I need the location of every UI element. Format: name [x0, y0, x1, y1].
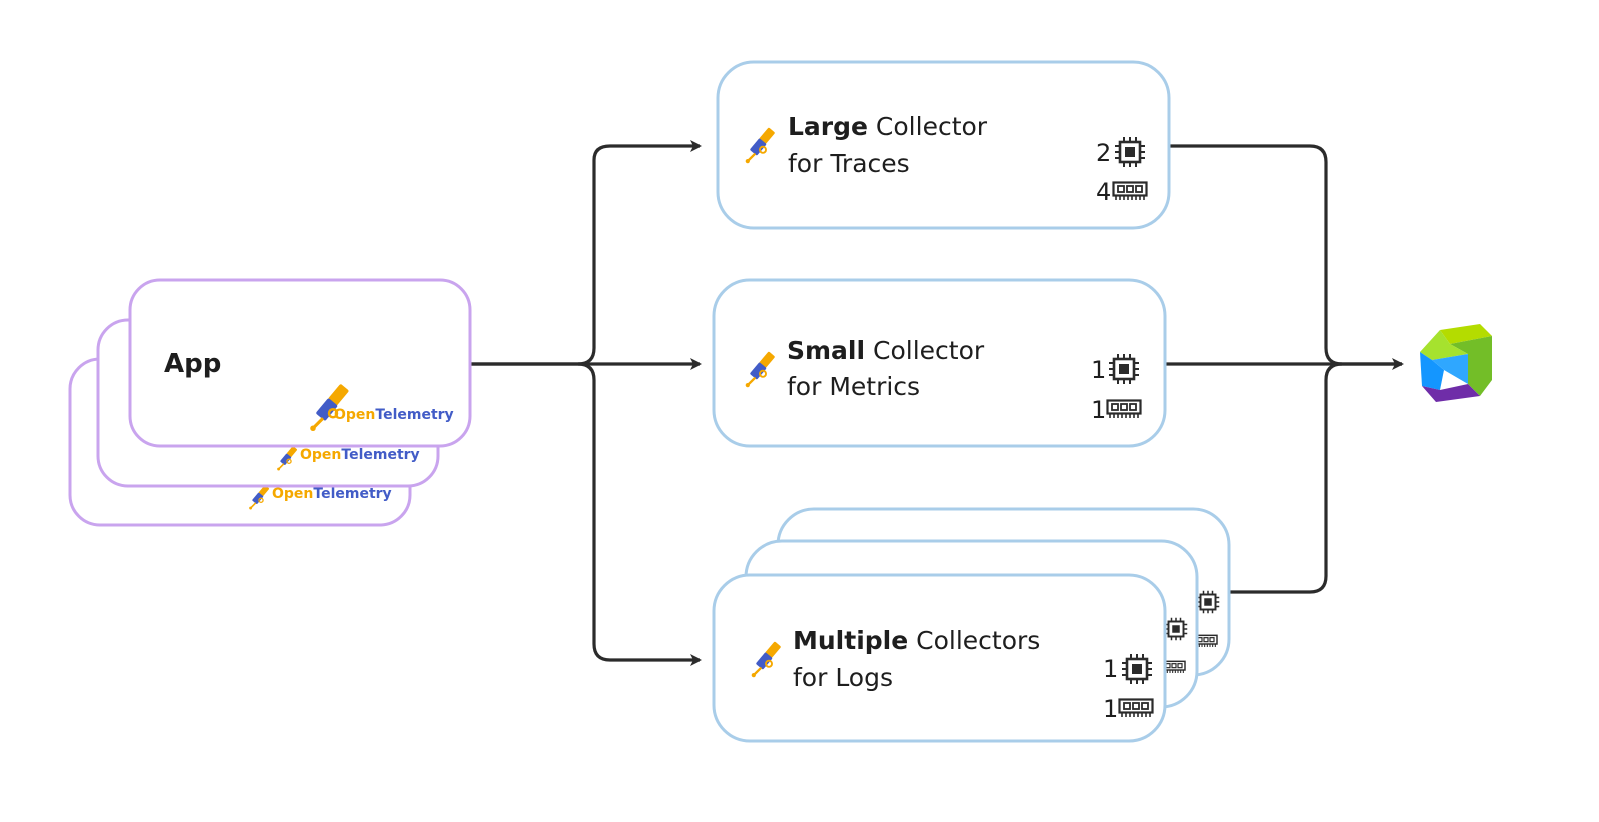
- dynatrace-cube-icon[interactable]: [1420, 324, 1492, 402]
- connector-app-to-multiple: [577, 362, 702, 666]
- otel-logo-text: OpenTelemetry: [272, 486, 392, 502]
- collector-small-metrics[interactable]: Small Collector for Metrics 1 1: [712, 278, 1167, 448]
- cpu-count: 1: [1103, 655, 1118, 683]
- cpu-count: 1: [1091, 356, 1106, 384]
- cpu-chip-icon: [1121, 653, 1153, 685]
- connector-multiple-to-dest: [1230, 362, 1343, 594]
- cpu-chip-icon: [1196, 590, 1220, 614]
- memory-count: 4: [1096, 178, 1111, 206]
- memory-count: 1: [1091, 396, 1106, 424]
- collector-title: Large Collector: [788, 112, 988, 141]
- collector-subtitle: for Metrics: [787, 372, 920, 401]
- collector-subtitle: for Logs: [793, 663, 893, 692]
- connector-app-to-large: [470, 140, 702, 366]
- collector-title: Small Collector: [787, 336, 985, 365]
- collector-stack-logs: Multiple Collectors for Logs 1 1: [712, 507, 1231, 743]
- connector-lines: [470, 140, 1404, 666]
- collector-subtitle: for Traces: [788, 149, 910, 178]
- collector-large-traces[interactable]: Large Collector for Traces 2 4: [716, 60, 1171, 230]
- cpu-chip-icon: [1114, 136, 1146, 168]
- connector-large-to-dest: [1170, 144, 1404, 370]
- app-stack: OpenTelemetry OpenTelemetry App OpenTele…: [68, 278, 472, 527]
- otel-logo-text: OpenTelemetry: [300, 447, 420, 463]
- cpu-chip-icon: [1108, 353, 1140, 385]
- app-title: App: [164, 349, 221, 379]
- app-card-front[interactable]: App OpenTelemetry: [128, 278, 472, 448]
- otel-logo-text: OpenTelemetry: [334, 407, 454, 423]
- memory-count: 1: [1103, 695, 1118, 723]
- cpu-count: 2: [1096, 139, 1111, 167]
- collector-multiple-logs[interactable]: Multiple Collectors for Logs 1 1: [712, 573, 1167, 743]
- cpu-chip-icon: [1164, 617, 1188, 641]
- collector-title: Multiple Collectors: [793, 626, 1040, 655]
